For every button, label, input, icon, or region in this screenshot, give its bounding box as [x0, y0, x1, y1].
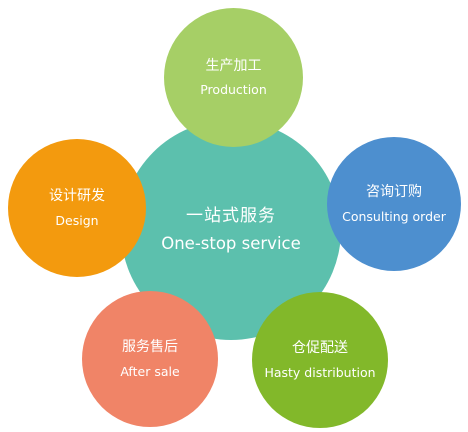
- node-design-label-cn: 设计研发: [49, 188, 105, 205]
- hub-label-en: One-stop service: [161, 234, 301, 254]
- hub-label-cn: 一站式服务: [186, 205, 276, 226]
- node-production-label-en: Production: [200, 82, 267, 98]
- node-consulting-label-cn: 咨询订购: [366, 184, 422, 201]
- node-consulting-order: 咨询订购 Consulting order: [327, 137, 461, 271]
- node-production-label-cn: 生产加工: [205, 57, 262, 74]
- node-design-label-en: Design: [55, 212, 99, 228]
- node-distribution-label-en: Hasty distribution: [264, 364, 376, 380]
- node-after-sale: 服务售后 After sale: [82, 291, 218, 427]
- node-hasty-distribution: 仓促配送 Hasty distribution: [252, 292, 388, 428]
- node-design: 设计研发 Design: [8, 139, 146, 277]
- node-aftersale-label-en: After sale: [120, 363, 180, 379]
- node-production: 生产加工 Production: [164, 8, 303, 147]
- node-aftersale-label-cn: 服务售后: [122, 339, 178, 356]
- node-distribution-label-cn: 仓促配送: [292, 340, 348, 357]
- node-consulting-label-en: Consulting order: [342, 208, 446, 224]
